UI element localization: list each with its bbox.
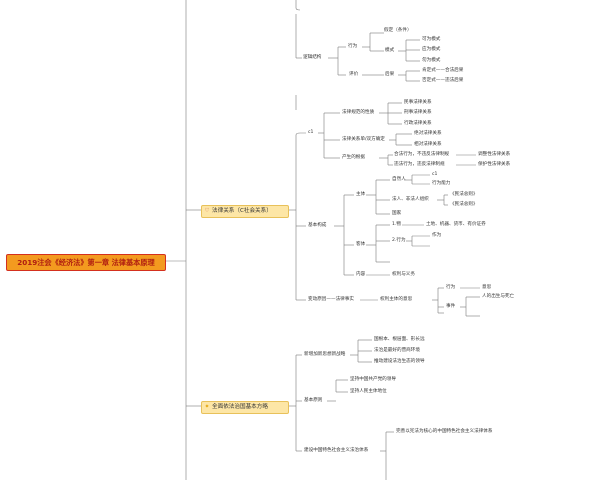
node-subject[interactable]: 主体 [356,192,366,197]
node-fundamental[interactable]: 国根本、根层面、形长远 [374,337,425,342]
node-party-leadership[interactable]: 坚持中国共产党的领导 [350,377,396,382]
node-relative[interactable]: 相对法律关系 [414,142,442,147]
node-civil-code-1[interactable]: 《民法总则》 [450,192,478,197]
node-civil-code-2[interactable]: 《民法总则》 [450,202,478,207]
node-change-cause[interactable]: 变动原因——法律事实 [308,297,354,302]
node-legal-person[interactable]: 法人、非法人组织 [392,197,429,202]
node-subject-will[interactable]: 权利主体的意思 [380,297,413,302]
node-parties-determined[interactable]: 法律关系单/双方确定 [342,137,385,142]
node-people-subject[interactable]: 坚持人民主体地位 [350,389,387,394]
node-constitution-core[interactable]: 完善以宪法为核心的中国特色社会主义法律体系 [396,429,493,434]
root-topic[interactable]: 2019注会《经济法》第一章 法律基本原理 [6,254,166,271]
node-property-types[interactable]: 土地、机器、货币、有价证券 [426,222,486,227]
node-assumption[interactable]: 假定（条件） [384,28,412,33]
node-protective[interactable]: 保护性法律关系 [478,162,511,167]
branch-legal-relationship[interactable]: ♡法律关系（C社会关系） [201,205,289,218]
node-state[interactable]: 国家 [392,211,402,216]
node-build-ecology[interactable]: 推动建设法治生态的领导 [374,359,425,364]
node-should-mode[interactable]: 应为模式 [422,47,441,52]
node-mode[interactable]: 模式 [385,48,395,53]
node-c1[interactable]: c1 [308,130,314,135]
node-business-env[interactable]: 法治是最好的营商环境 [374,348,420,353]
node-adjusting[interactable]: 调整性法律关系 [478,152,511,157]
node-will[interactable]: 意思 [482,285,492,290]
node-unlawful-act[interactable]: 违法行为，违反法律制规 [394,162,445,167]
node-birth-death[interactable]: 人的出生与死亡 [482,294,515,299]
branch-rule-of-law-strategy[interactable]: ✦全面依法治国基本方略 [201,401,289,414]
node-negative[interactable]: 否定式——违法后果 [422,78,464,83]
node-basis[interactable]: 产生的根据 [342,155,365,160]
node-content[interactable]: 内容 [356,272,366,277]
node-c1-b[interactable]: c1 [432,172,438,177]
node-event[interactable]: 事件 [446,304,456,309]
node-fact-behavior[interactable]: 行为 [446,285,456,290]
node-evaluation[interactable]: 评价 [349,72,359,77]
node-may-mode[interactable]: 可为模式 [422,37,441,42]
node-basic-composition[interactable]: 基本构成 [308,223,327,228]
node-capacity[interactable]: 行为能力 [432,181,451,186]
node-absolute[interactable]: 绝对法律关系 [414,131,442,136]
sparkle-icon: ✦ [204,404,210,410]
node-must-not-mode[interactable]: 勿为模式 [422,58,441,63]
node-object-behavior[interactable]: 2.行为 [392,238,406,243]
node-rule-of-law-system[interactable]: 建设中国特色社会主义法治体系 [304,448,369,453]
node-civil[interactable]: 民事法律关系 [404,100,432,105]
node-logic-structure[interactable]: 逻辑结构 [303,55,322,60]
node-natural-person[interactable]: 自然人 [392,177,406,182]
node-consequence[interactable]: 后果 [385,72,395,77]
node-lawful-act[interactable]: 合法行为，不违反法律制规 [394,152,450,157]
node-norm-nature[interactable]: 法律规范的性质 [342,110,375,115]
node-affirmative[interactable]: 肯定式——合法后果 [422,68,464,73]
node-basic-principles[interactable]: 基本原则 [304,398,323,403]
heart-icon: ♡ [204,208,210,214]
node-new-thought[interactable]: 新增加新思想新战略 [304,352,346,357]
node-object[interactable]: 客体 [356,242,366,247]
node-administrative[interactable]: 行政法律关系 [404,121,432,126]
node-criminal[interactable]: 刑事法律关系 [404,110,432,115]
node-thing[interactable]: 1.物 [392,222,401,227]
node-act[interactable]: 作为 [432,233,442,238]
node-behavior[interactable]: 行为 [348,44,358,49]
node-rights-duties[interactable]: 权利与义务 [392,272,415,277]
